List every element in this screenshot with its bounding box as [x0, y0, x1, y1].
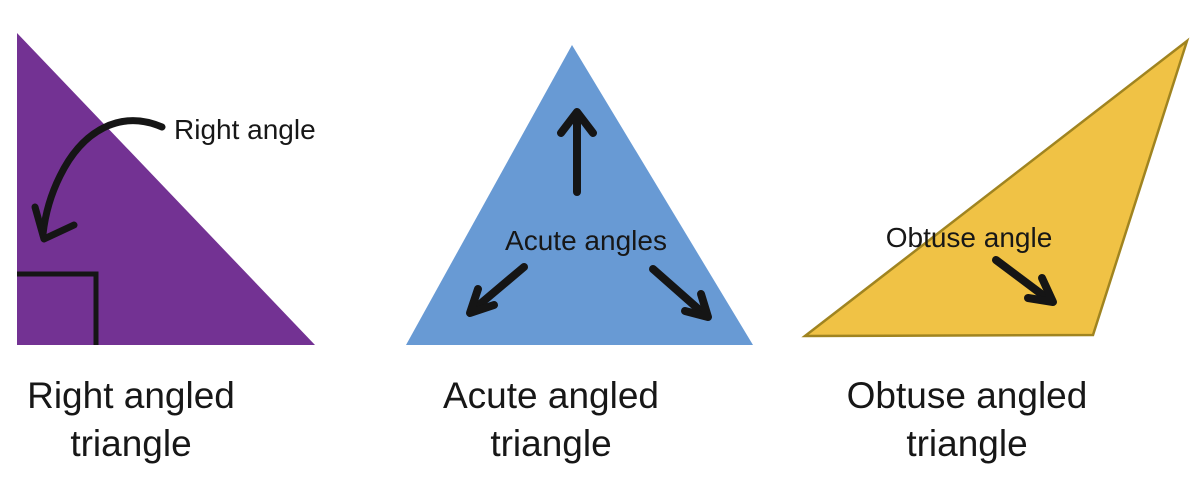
down-right-arrow-head	[681, 290, 712, 321]
caption-line-2: triangle	[490, 423, 612, 464]
caption-line-2: triangle	[70, 423, 192, 464]
acute-angled-caption: Acute angled triangle	[381, 372, 721, 468]
obtuse-angled-caption: Obtuse angled triangle	[797, 372, 1137, 468]
down-right-arrow-shaft	[649, 265, 708, 318]
curved-arrow-shaft	[39, 117, 166, 238]
caption-line-2: triangle	[906, 423, 1028, 464]
obtuse-angle-pointer-arrow	[992, 256, 1057, 306]
acute-angle-arrows	[466, 108, 712, 321]
acute-angles-label: Acute angles	[505, 225, 667, 256]
right-angle-marker	[17, 271, 99, 345]
right-angle-label: Right angle	[174, 114, 316, 145]
right-triangle-shape	[17, 33, 315, 345]
obtuse-arrow-shaft	[992, 256, 1052, 303]
caption-line-1: Acute angled	[442, 375, 659, 416]
curved-arrow-head	[31, 203, 78, 243]
up-arrow-head	[557, 108, 597, 137]
obtuse-arrow-head	[1024, 274, 1057, 306]
caption-line-1: Obtuse angled	[846, 375, 1088, 416]
caption-line-1: Right angled	[27, 375, 235, 416]
obtuse-angle-label: Obtuse angle	[885, 222, 1053, 253]
right-angled-caption: Right angled triangle	[0, 372, 301, 468]
down-left-arrow-head	[466, 285, 498, 317]
down-left-arrow-shaft	[469, 263, 528, 314]
right-angle-pointer-arrow	[31, 117, 166, 243]
obtuse-triangle-shape	[801, 37, 1190, 338]
